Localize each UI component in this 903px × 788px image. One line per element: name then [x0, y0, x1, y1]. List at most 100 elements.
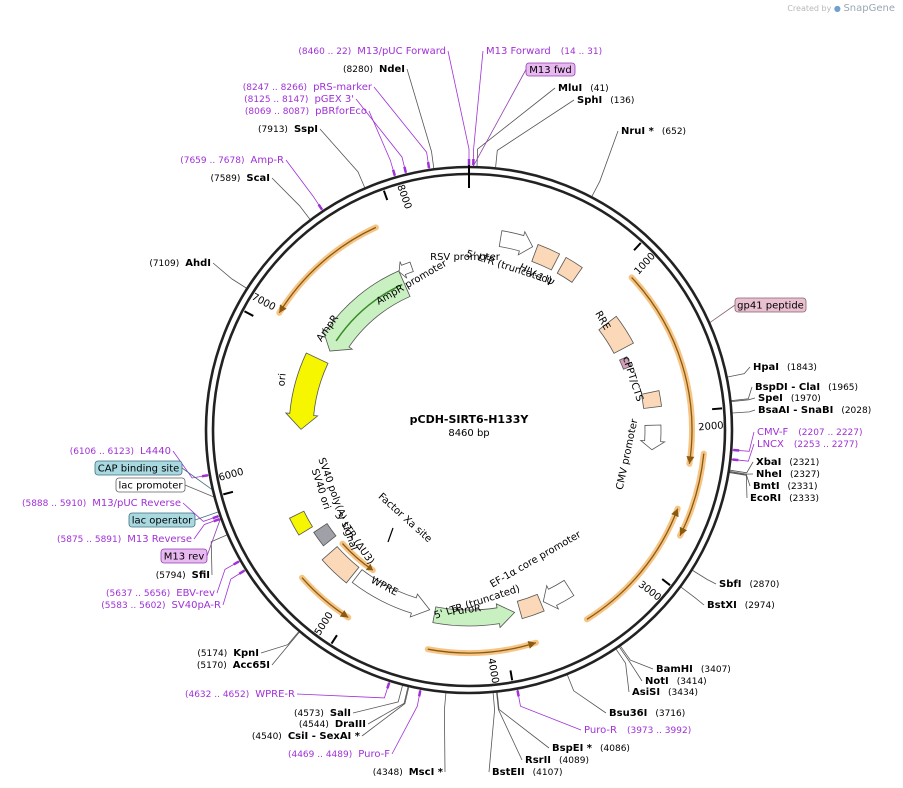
- leader-draiii: [367, 686, 409, 725]
- primer-leader-puro-r: [517, 689, 582, 731]
- site-acc65i: (5170)Acc65I: [197, 660, 270, 671]
- site-pos-csii-sexai: (4540): [252, 732, 282, 742]
- orf-head-2: [671, 508, 679, 518]
- primer-m13-forward: M13 Forward(14 .. 31): [486, 46, 602, 57]
- tick-label-3000: 3000: [636, 579, 663, 603]
- primer-name-m13-forward: M13 Forward: [486, 46, 551, 57]
- primer-range-l4440: (6106 .. 6123): [70, 447, 134, 457]
- leader-lines: [172, 50, 756, 773]
- site-pos-rsrii: (4089): [559, 756, 589, 766]
- leader-bsteii: [488, 692, 496, 773]
- box-m13-rev: [160, 548, 208, 564]
- primer-ebv-rev: (5637 .. 5656)EBV-rev: [106, 588, 215, 599]
- site-name-nrui: NruI *: [621, 126, 655, 137]
- orf-head-1: [686, 455, 695, 464]
- site-name-acc65i: Acc65I: [233, 660, 270, 671]
- feature-label-cppt-cts: cPPT/CTS: [620, 355, 645, 403]
- primer-m13-puc-forward: (8460 .. 22)M13/pUC Forward: [298, 46, 446, 57]
- site-pos-bsaai-snabi: (2028): [841, 406, 871, 416]
- orf-line-6: [278, 226, 377, 314]
- site-pos-bamhi: (3407): [701, 665, 731, 675]
- leader-xbai: [729, 461, 754, 474]
- site-draiii: (4544)DraIII: [299, 719, 366, 730]
- site-name-scai: ScaI: [246, 173, 270, 184]
- leader-bsaai-snabi: [732, 409, 756, 414]
- primer-name-puro-f: Puro-F: [358, 749, 390, 760]
- site-bstxi: BstXI(2974): [707, 600, 775, 611]
- site-name-spei: SpeI: [758, 393, 783, 404]
- primer-mark-sv40pa-r: [238, 569, 246, 575]
- site-rsrii: RsrII (4089): [525, 755, 589, 766]
- box-label-lac-operator: lac operator: [132, 516, 193, 527]
- primer-range-puro-r: (3973 .. 3992): [627, 726, 691, 736]
- tick-5000: [330, 634, 338, 645]
- site-name-sbfi: SbfI: [719, 579, 741, 590]
- factor-xa-label: Factor Xa site: [376, 491, 434, 545]
- site-bamhi: BamHI(3407): [656, 664, 731, 675]
- leader-bmti: [729, 471, 751, 487]
- primer-puro-r: Puro-R(3973 .. 3992): [584, 725, 691, 736]
- primer-name-amp-r: Amp-R: [251, 155, 285, 166]
- site-bsaai-snabi: BsaAI - SnaBI (2028): [758, 405, 871, 416]
- leader-msci: [443, 692, 447, 773]
- feature-label-ori: ori: [276, 373, 288, 387]
- primer-wpre-r: (4632 .. 4652)WPRE-R: [185, 689, 295, 700]
- leader-sspi: [319, 128, 366, 188]
- feature-ampr: [321, 270, 411, 352]
- leader-spei: [731, 397, 756, 402]
- primer-cmv-f: CMV-F(2207 .. 2227): [757, 427, 863, 438]
- primer-mark-l4440: [201, 474, 209, 478]
- site-scai: (7589) ScaI: [210, 173, 270, 184]
- leader-ecori: [729, 472, 748, 499]
- site-pos-scai: (7589): [210, 174, 240, 184]
- orf-glow-7: [677, 450, 707, 539]
- site-nhei: NheI(2327): [756, 469, 820, 480]
- feature-rre: [598, 315, 634, 354]
- plasmid-length: 8460 bp: [448, 428, 489, 439]
- site-pos-sfii: (5794): [156, 571, 186, 581]
- primer-range-puro-f: (4469 .. 4489): [288, 750, 352, 760]
- feature-label-rsv-promoter: RSV promoter: [430, 252, 501, 263]
- feature-puror: [432, 603, 516, 629]
- site-name-sphi: SphI: [577, 95, 602, 106]
- primer-leader-sv40pa-r: [222, 569, 246, 606]
- tick-label-5000: 5000: [313, 610, 336, 637]
- site-bsu36i: Bsu36I(3716): [609, 708, 685, 719]
- leader-ahdi: [212, 262, 247, 289]
- primer-m13-puc-reverse: (5888 .. 5910)M13/pUC Reverse: [22, 498, 181, 509]
- site-name-rsrii: RsrII: [525, 755, 551, 766]
- box-cap-binding-site: [94, 460, 183, 476]
- orf-line-3: [427, 642, 537, 654]
- primer-range-pgex-3: (8125 .. 8147): [244, 95, 308, 105]
- primer-mark-amp-r: [317, 203, 323, 211]
- site-name-bmti: BmtI: [753, 481, 780, 492]
- primer-lncx: LNCX(2253 .. 2277): [757, 439, 858, 450]
- site-name-asisi: AsiSI: [632, 687, 660, 698]
- site-name-bsaai-snabi: BsaAI - SnaBI: [758, 405, 833, 416]
- box-label-m13-fwd: M13 fwd: [529, 65, 571, 76]
- primer-mark-puro-f: [417, 690, 422, 697]
- box-m13-fwd: [525, 62, 576, 77]
- box-lac-operator: [128, 512, 196, 528]
- feature-ori: [284, 352, 329, 430]
- feature-cmv-promoter: [639, 424, 666, 451]
- factor-xa-mark: [387, 527, 394, 543]
- orf-glow-2: [583, 505, 681, 623]
- site-msci: (4348)MscI *: [373, 767, 444, 778]
- site-name-nhei: NheI: [756, 469, 782, 480]
- site-mlui: MluI(41): [558, 83, 609, 94]
- primer-mark-prs-marker: [426, 161, 431, 169]
- site-pos-bspei: (4086): [600, 744, 630, 754]
- feature-sv40-ori: [288, 510, 314, 536]
- feature-glyphs: [284, 230, 666, 629]
- site-pos-ecori: (2333): [789, 494, 819, 504]
- site-pos-kpni: (5174): [197, 649, 227, 659]
- primer-puro-f: (4469 .. 4489) Puro-F: [288, 749, 390, 760]
- site-pos-ndei: (8280): [343, 65, 373, 75]
- tick-label-6000: 6000: [218, 467, 245, 484]
- site-name-csii-sexai: CsiI - SexAI *: [288, 731, 361, 742]
- primer-name-l4440: L4440: [140, 446, 171, 457]
- site-sspi: (7913)SspI: [258, 124, 318, 135]
- primer-name-m13-puc-forward: M13/pUC Forward: [357, 46, 446, 57]
- site-pos-bmti: (2331): [788, 482, 818, 492]
